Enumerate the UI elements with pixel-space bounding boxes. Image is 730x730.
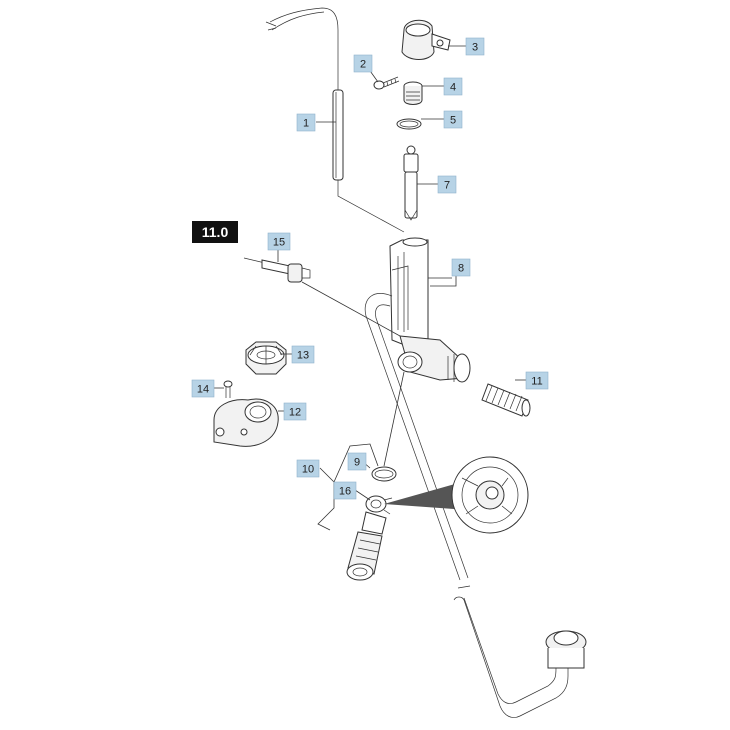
callout-9: 9 <box>347 452 367 471</box>
part-1-temperature-sensor <box>265 7 405 233</box>
callout-text: 11 <box>531 376 542 388</box>
callout-text: 16 <box>339 486 351 498</box>
callout-text: 12 <box>289 407 301 419</box>
callout-box <box>267 232 291 251</box>
part-8-housing <box>389 237 471 383</box>
callout-13: 13 <box>291 345 315 364</box>
part-16-nozzle <box>365 495 393 515</box>
callout-text: 10 <box>302 464 314 476</box>
callout-box <box>296 459 320 478</box>
callout-box <box>191 379 215 398</box>
callout-8: 8 <box>451 258 471 277</box>
callout-1: 1 <box>296 113 316 132</box>
callout-7: 7 <box>437 175 457 194</box>
hose-pipe <box>364 293 587 718</box>
callout-text: 5 <box>450 115 456 127</box>
callout-box <box>465 37 485 56</box>
callout-box <box>283 402 307 421</box>
callout-box <box>291 345 315 364</box>
callout-text: 1 <box>303 118 309 130</box>
part-10-spray-body <box>346 511 387 581</box>
callout-text: 8 <box>458 263 464 275</box>
callout-11: 11 <box>525 371 549 390</box>
part-15-valve <box>243 257 311 283</box>
part-5-o-ring <box>396 118 422 130</box>
callout-3: 3 <box>465 37 485 56</box>
detail-magnifier <box>384 456 529 534</box>
callout-box <box>443 77 463 96</box>
callout-box <box>443 110 463 129</box>
callout-box <box>437 175 457 194</box>
callout-text: 13 <box>297 350 309 362</box>
callout-text: 15 <box>273 237 285 249</box>
part-14-screw <box>223 380 233 398</box>
callout-2: 2 <box>353 54 373 73</box>
part-9-o-ring <box>371 466 397 482</box>
callout-box <box>347 452 367 471</box>
callout-text: 3 <box>472 42 478 54</box>
leader-lines <box>214 45 526 531</box>
callout-box <box>333 481 357 500</box>
callout-box <box>353 54 373 73</box>
part-12-bracket <box>213 398 279 447</box>
callout-box <box>296 113 316 132</box>
part-13-nut <box>245 341 287 375</box>
callout-text: 4 <box>450 82 456 94</box>
section-label: 11.0 <box>192 221 238 243</box>
callout-box <box>451 258 471 277</box>
callout-14: 14 <box>191 379 215 398</box>
part-4-fitting <box>403 81 423 105</box>
callout-12: 12 <box>283 402 307 421</box>
callout-5: 5 <box>443 110 463 129</box>
part-11-filter <box>481 383 531 417</box>
callout-10: 10 <box>296 459 320 478</box>
part-3-clamp <box>401 19 451 60</box>
callout-4: 4 <box>443 77 463 96</box>
callout-text: 2 <box>360 59 366 71</box>
section-label-text: 11.0 <box>202 224 229 240</box>
part-7-tube-insert <box>403 145 419 221</box>
part-2-screw <box>373 76 400 90</box>
callout-15: 15 <box>267 232 291 251</box>
callout-text: 9 <box>354 457 360 469</box>
callout-text: 14 <box>197 384 209 396</box>
callout-16: 16 <box>333 481 357 500</box>
callout-box <box>525 371 549 390</box>
callout-text: 7 <box>444 180 450 192</box>
